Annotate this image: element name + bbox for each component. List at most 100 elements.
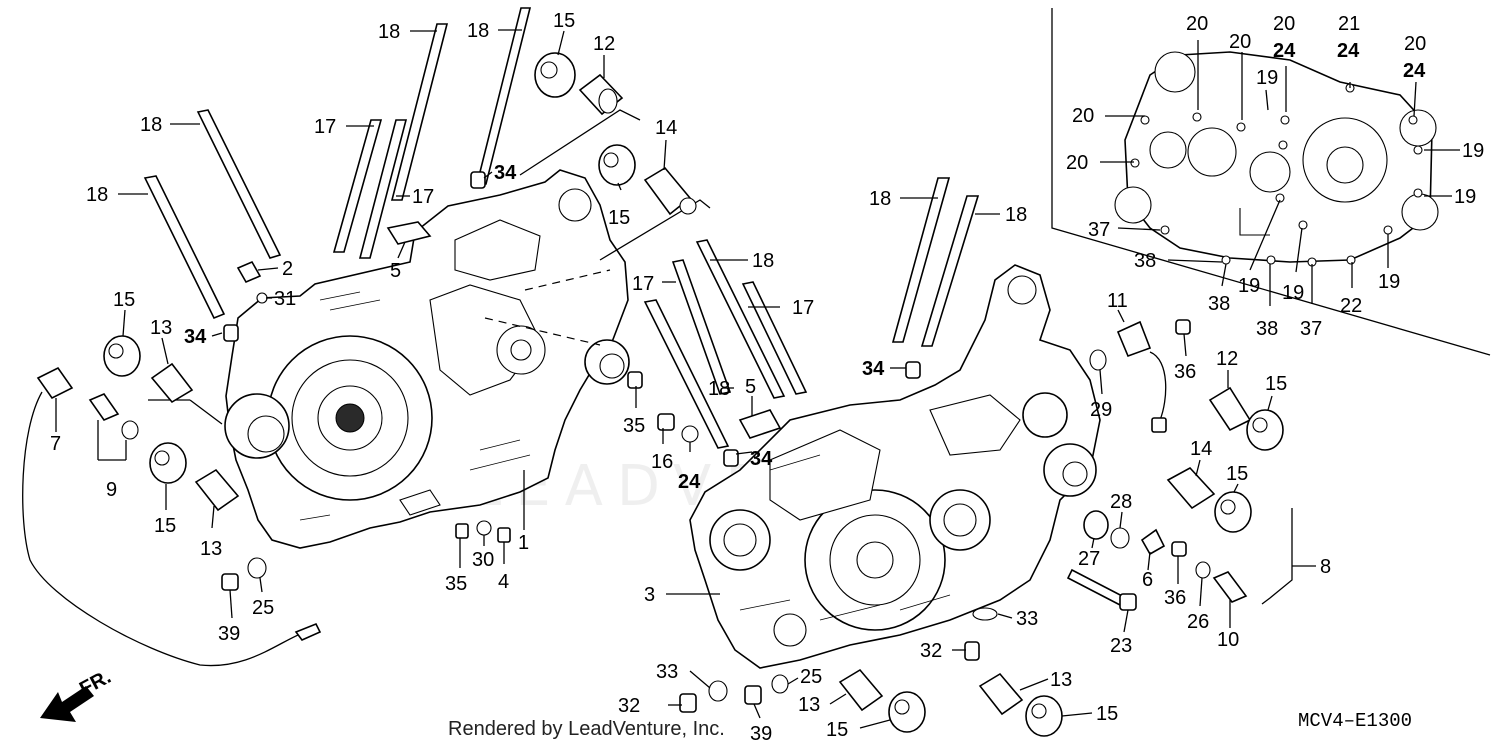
callout-17: 17 [412,186,434,208]
callout-18: 18 [86,184,108,206]
callout-15: 15 [1096,703,1118,725]
callout-34: 34 [184,326,207,348]
callout-3: 3 [644,584,655,606]
callout-38: 38 [1134,250,1156,272]
callout-10: 10 [1217,629,1239,651]
callout-5: 5 [745,376,756,398]
callout-33: 33 [1016,608,1038,630]
callout-34: 34 [750,448,773,470]
callout-22: 22 [1340,295,1362,317]
callout-15: 15 [608,207,630,229]
callout-20: 20 [1273,13,1295,35]
callout-19: 19 [1378,271,1400,293]
callout-27: 27 [1078,548,1100,570]
callout-36: 36 [1164,587,1186,609]
callout-36: 36 [1174,361,1196,383]
callout-37: 37 [1088,219,1110,241]
callout-34: 34 [862,358,885,380]
callout-4: 4 [498,571,509,593]
alignment-dashed-line [484,269,611,346]
callout-32: 32 [618,695,640,717]
callout-24: 24 [1273,40,1296,62]
callout-23: 23 [1110,635,1132,657]
front-direction-indicator: FR. [40,666,115,722]
callout-14: 14 [1190,438,1212,460]
callout-19: 19 [1238,275,1260,297]
callout-6: 6 [1142,569,1153,591]
callout-24: 24 [1337,40,1360,62]
callout-labels: 18 18 15 12 18 17 18 17 34 14 15 5 2 31 … [50,10,1484,745]
callout-9: 9 [106,479,117,501]
callout-12: 12 [1216,348,1238,370]
callout-15: 15 [553,10,575,32]
callout-15: 15 [1265,373,1287,395]
callout-18: 18 [1005,204,1027,226]
callout-33: 33 [656,661,678,683]
callout-7: 7 [50,433,61,455]
callout-17: 17 [632,273,654,295]
callout-5: 5 [390,260,401,282]
callout-24: 24 [1403,60,1426,82]
front-arrow-icon [40,686,94,722]
callout-37: 37 [1300,318,1322,340]
callout-18: 18 [378,21,400,43]
callout-15: 15 [826,719,848,741]
callout-24: 24 [678,471,701,493]
footer-credit: Rendered by LeadVenture, Inc. [448,718,725,740]
callout-15: 15 [1226,463,1248,485]
callout-12: 12 [593,33,615,55]
callout-18: 18 [708,378,730,400]
callout-13: 13 [798,694,820,716]
callout-18: 18 [869,188,891,210]
callout-26: 26 [1187,611,1209,633]
callout-18: 18 [140,114,162,136]
callout-15: 15 [113,289,135,311]
callout-29: 29 [1090,399,1112,421]
callout-17: 17 [792,297,814,319]
diagram-code: MCV4–E1300 [1298,710,1412,732]
callout-19: 19 [1256,67,1278,89]
callout-16: 16 [651,451,673,473]
callout-38: 38 [1256,318,1278,340]
left-crankcase-half [224,169,630,549]
callout-11: 11 [1107,290,1128,312]
callout-20: 20 [1066,152,1088,174]
callout-19: 19 [1462,140,1484,162]
callout-19: 19 [1282,282,1304,304]
right-crankcase-half [689,264,1101,669]
callout-21: 21 [1338,13,1360,35]
callout-14: 14 [655,117,677,139]
callout-31: 31 [274,288,296,310]
callout-32: 32 [920,640,942,662]
callout-13: 13 [1050,669,1072,691]
callout-20: 20 [1072,105,1094,127]
callout-35: 35 [445,573,467,595]
callout-18: 18 [467,20,489,42]
callout-2: 2 [282,258,293,280]
callout-35: 35 [623,415,645,437]
callout-13: 13 [200,538,222,560]
callout-20: 20 [1229,31,1251,53]
callout-30: 30 [472,549,494,571]
callout-1: 1 [518,532,529,554]
callout-39: 39 [750,723,772,745]
inset-cover-panel [1051,8,1491,356]
callout-19: 19 [1454,186,1476,208]
callout-13: 13 [150,317,172,339]
callout-15: 15 [154,515,176,537]
callout-8: 8 [1320,556,1331,578]
callout-18: 18 [752,250,774,272]
callout-leaders [55,29,1460,729]
callout-34: 34 [494,162,517,184]
callout-25: 25 [252,597,274,619]
callout-38: 38 [1208,293,1230,315]
small-parts [22,52,1293,737]
callout-28: 28 [1110,491,1132,513]
callout-20: 20 [1404,33,1426,55]
callout-20: 20 [1186,13,1208,35]
callout-17: 17 [314,116,336,138]
callout-25: 25 [800,666,822,688]
stud-bolts [143,7,980,449]
